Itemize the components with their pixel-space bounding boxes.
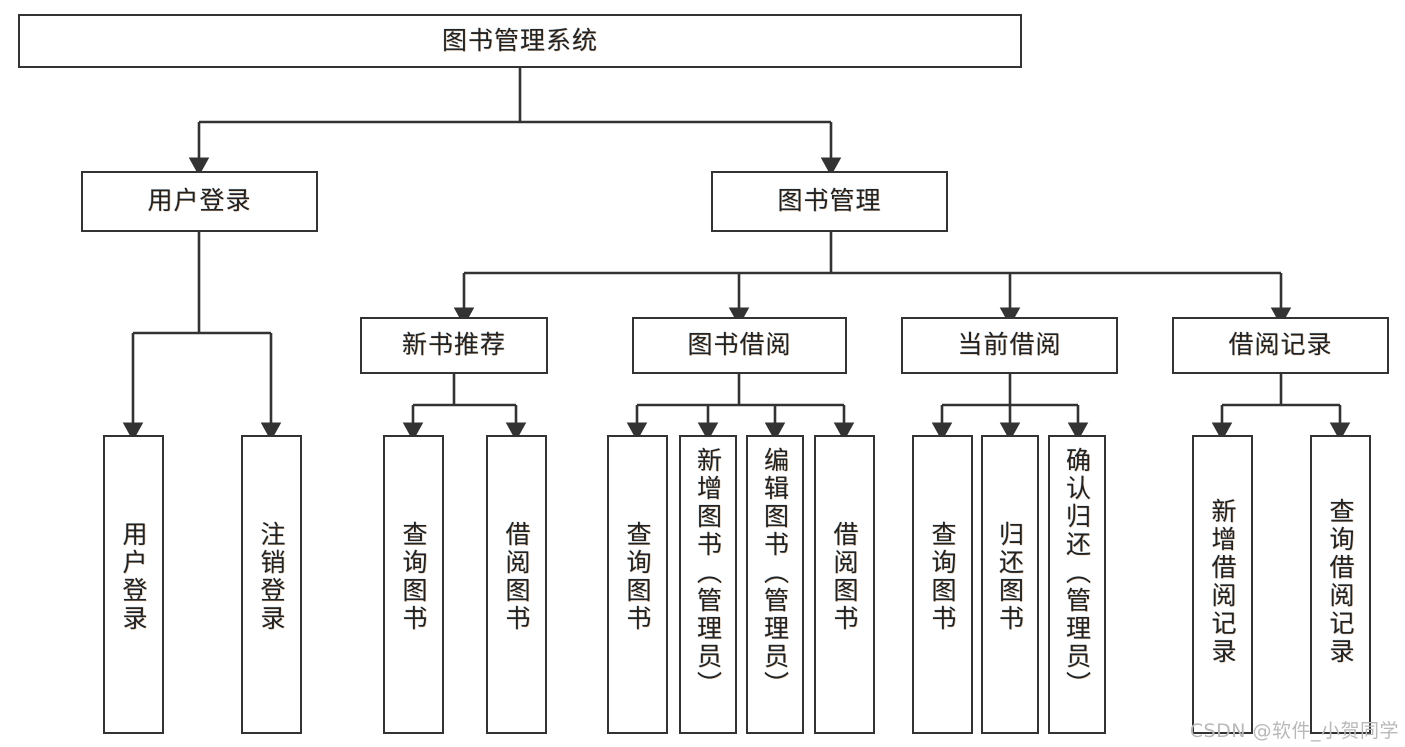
- leaf-current-return-book[interactable]: 归还图书: [981, 435, 1039, 734]
- node-label: 借阅记录: [1228, 330, 1333, 360]
- leaf-borrow-query-book[interactable]: 查询图书: [607, 435, 668, 734]
- leaf-borrow-edit-book-admin[interactable]: 编辑图书（管理员）: [746, 435, 804, 734]
- leaf-user-login-login[interactable]: 用户登录: [103, 435, 164, 734]
- node-label: 图书管理系统: [441, 25, 598, 55]
- node-current-borrow[interactable]: 当前借阅: [901, 317, 1118, 374]
- node-label: 借阅图书: [502, 521, 531, 633]
- node-label: 查询图书: [399, 521, 428, 633]
- node-user-login[interactable]: 用户登录: [81, 171, 318, 232]
- node-label: 编辑图书（管理员）: [760, 447, 790, 699]
- leaf-borrow-add-book-admin[interactable]: 新增图书（管理员）: [679, 435, 737, 734]
- node-label: 借阅图书: [830, 521, 859, 633]
- node-new-book-recommend[interactable]: 新书推荐: [360, 317, 548, 374]
- node-label: 用户登录: [147, 186, 252, 216]
- leaf-record-query-borrow-record[interactable]: 查询借阅记录: [1310, 435, 1371, 734]
- watermark-text: CSDN @软件_小贺同学: [1189, 720, 1399, 742]
- node-label: 新增图书（管理员）: [693, 447, 723, 699]
- node-book-management[interactable]: 图书管理: [711, 171, 948, 232]
- node-label: 查询图书: [623, 521, 652, 633]
- node-label: 图书借阅: [687, 330, 792, 360]
- node-label: 新书推荐: [401, 330, 506, 360]
- node-root-library-system[interactable]: 图书管理系统: [18, 14, 1022, 68]
- leaf-current-confirm-return-admin[interactable]: 确认归还（管理员）: [1048, 435, 1106, 734]
- node-book-borrow[interactable]: 图书借阅: [632, 317, 847, 374]
- leaf-current-query-book[interactable]: 查询图书: [912, 435, 973, 734]
- node-label: 查询图书: [928, 521, 957, 633]
- node-label: 新增借阅记录: [1208, 498, 1237, 666]
- leaf-user-login-logout[interactable]: 注销登录: [241, 435, 302, 734]
- leaf-borrow-borrow-book[interactable]: 借阅图书: [814, 435, 875, 734]
- node-label: 查询借阅记录: [1326, 498, 1355, 666]
- leaf-record-add-borrow-record[interactable]: 新增借阅记录: [1192, 435, 1253, 734]
- node-borrow-record[interactable]: 借阅记录: [1172, 317, 1389, 374]
- node-label: 图书管理: [777, 186, 882, 216]
- node-label: 注销登录: [257, 521, 286, 633]
- leaf-new-book-borrow[interactable]: 借阅图书: [486, 435, 547, 734]
- node-label: 当前借阅: [957, 330, 1062, 360]
- node-label: 确认归还（管理员）: [1062, 447, 1092, 699]
- node-label: 归还图书: [995, 521, 1025, 633]
- leaf-new-book-query[interactable]: 查询图书: [383, 435, 444, 734]
- node-label: 用户登录: [119, 521, 148, 633]
